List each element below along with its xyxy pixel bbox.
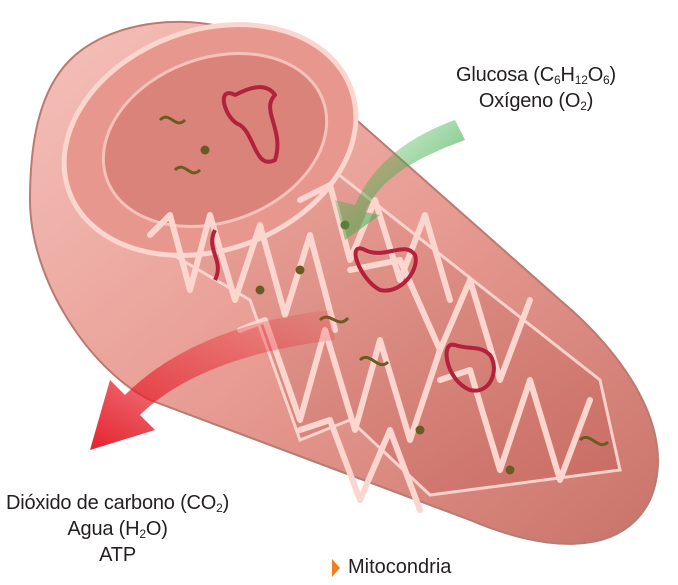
- caption-marker-icon: [332, 559, 340, 577]
- output-label-group: Dióxido de carbono (CO2) Agua (H2O) ATP: [6, 490, 229, 568]
- water-label: Agua (H2O): [6, 516, 229, 542]
- input-label-group: Glucosa (C6H12O6) Oxígeno (O2): [456, 62, 616, 114]
- oxygen-label: Oxígeno (O2): [456, 88, 616, 114]
- figure-caption: Mitocondria: [332, 556, 451, 579]
- caption-text: Mitocondria: [348, 556, 451, 579]
- co2-label: Dióxido de carbono (CO2): [6, 490, 229, 516]
- glucose-label: Glucosa (C6H12O6): [456, 62, 616, 88]
- atp-label: ATP: [6, 542, 229, 568]
